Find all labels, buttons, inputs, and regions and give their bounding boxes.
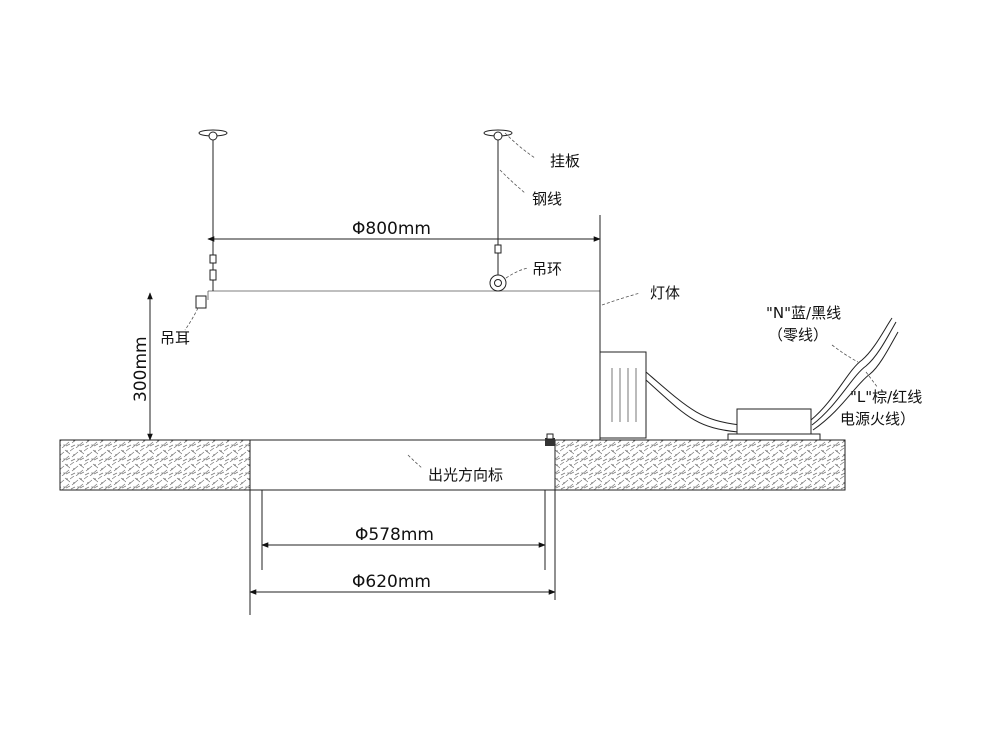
junction-box [727,408,821,441]
label-hanging-ring: 吊环 [532,260,562,278]
label-live-line1: "L"棕/红线 [850,388,922,406]
label-neutral-line1: "N"蓝/黑线 [766,304,841,322]
leader-hanging-ear [184,307,199,331]
hanging-ear-icon [195,295,207,309]
lamp-body [207,215,601,440]
dim-inner-text: Φ578mm [355,525,434,545]
hanging-plate-right-icon [483,129,513,141]
wire-clamp-left-lower-icon [209,269,217,281]
wire-clamp-left-icon [209,254,217,264]
hanging-ring-icon [489,274,507,292]
hanging-plate-left-icon [198,129,228,141]
power-wire-1 [810,317,893,421]
label-steel-wire: 钢线 [532,190,562,208]
label-lamp-body: 灯体 [650,284,680,302]
wire-clamp-right-icon [494,244,502,254]
label-light-direction: 出光方向标 [428,466,503,484]
power-wire-2 [811,321,897,426]
leader-live [865,371,879,389]
ceiling-left [59,439,251,491]
dim-span-text: Φ800mm [352,219,431,239]
leader-lamp-body [601,292,641,306]
driver-box [599,351,647,439]
leader-hanging-ring [505,267,529,279]
power-wire-3 [812,331,899,431]
label-hanging-plate: 挂板 [550,152,580,170]
leader-steel-wire [499,169,526,194]
label-neutral-line2: （零线） [768,326,828,344]
light-direction-icon [545,433,555,446]
cable-upper [645,371,741,426]
leader-light-direction [407,454,423,469]
label-hanging-ear: 吊耳 [160,329,190,347]
leader-hanging-plate [504,132,536,159]
cable-lower [645,379,739,433]
dim-outer-text: Φ620mm [352,572,431,592]
label-live-line2: 电源火线） [840,410,915,428]
ceiling-right [554,439,846,491]
leader-neutral [831,344,859,363]
dim-height-text: 300mm [131,336,151,402]
